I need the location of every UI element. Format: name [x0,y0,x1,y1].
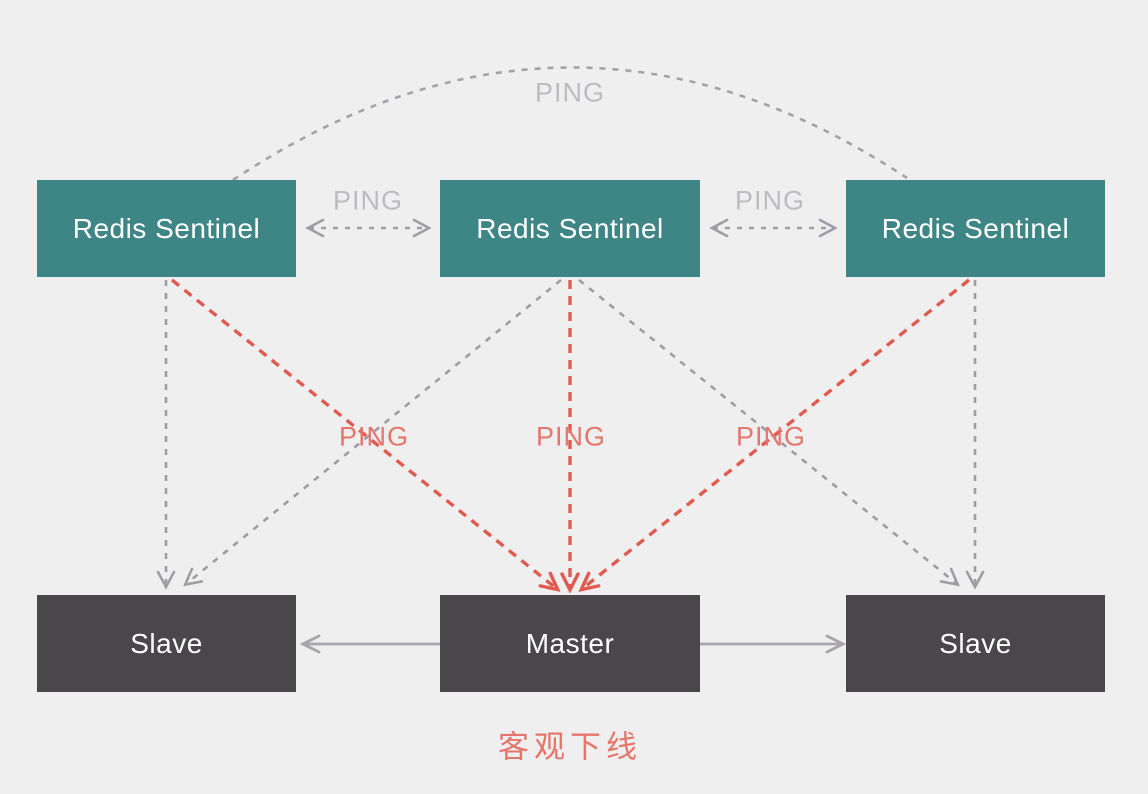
node-slave-1-label: Slave [130,627,203,659]
arc-ping-label: PING [534,77,606,108]
edge-sentinel1-master [170,278,557,589]
sentinel2-master-ping-label: PING [535,421,607,452]
node-redis-sentinel-3: Redis Sentinel [846,180,1105,277]
node-redis-sentinel-2: Redis Sentinel [440,180,700,277]
node-redis-sentinel-2-label: Redis Sentinel [476,212,664,244]
node-master: Master [440,595,700,692]
edge-sentinel3-master [582,278,971,589]
node-redis-sentinel-1: Redis Sentinel [37,180,296,277]
edge-sentinel2-slave1 [183,278,562,587]
node-slave-2-label: Slave [939,627,1012,659]
node-slave-1: Slave [37,595,296,692]
sentinel2-sentinel3-ping-label: PING [734,185,806,216]
edge-sentinel2-slave2 [578,278,960,587]
sentinel3-master-ping-label: PING [735,421,807,452]
node-master-label: Master [525,627,615,659]
diagram-caption: 客观下线 [498,729,642,765]
sentinel1-master-ping-label: PING [338,421,410,452]
sentinel1-sentinel2-ping-label: PING [332,185,404,216]
node-slave-2: Slave [846,595,1105,692]
node-redis-sentinel-3-label: Redis Sentinel [881,212,1070,244]
node-redis-sentinel-1-label: Redis Sentinel [72,212,261,244]
